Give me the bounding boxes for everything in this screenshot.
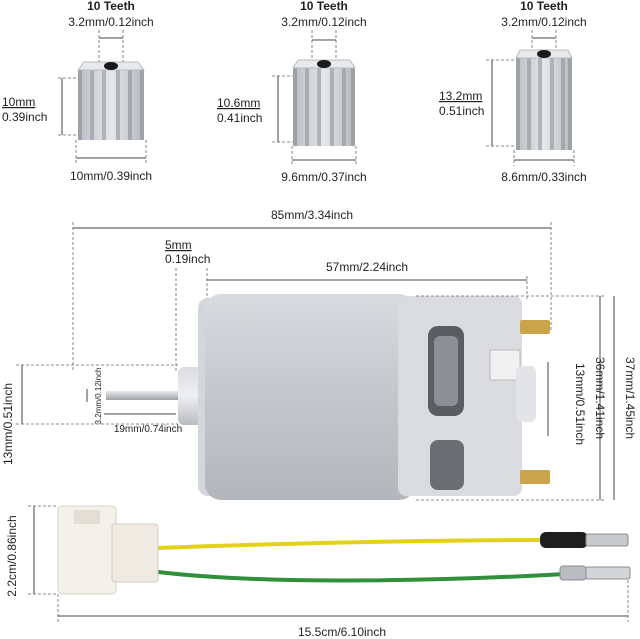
gear-3-shape [515, 49, 573, 150]
terminal-black [540, 532, 629, 548]
connector-width: 2.2cm/0.86inch [5, 515, 19, 596]
gear-3-width: 8.6mm/0.33inch [501, 170, 586, 184]
boss-length-mm: 5mm [165, 238, 192, 252]
motor-overall-length: 85mm/3.34inch [271, 208, 353, 222]
gear-2-height-mm: 10.6mm [217, 96, 260, 110]
rear-boss-diameter: 13mm/0.51inch [573, 363, 587, 445]
motor-terminal-top [520, 320, 550, 334]
gear-1-height-mm: 10mm [2, 95, 35, 109]
motor-top-dimensions: 85mm/3.34inch 5mm 0.19inch 57mm/2.24inch [72, 208, 552, 372]
gear-2-shape [292, 59, 356, 146]
motor-terminal-bottom [520, 470, 550, 484]
gear-2-teeth: 10 Teeth [300, 0, 348, 13]
cable [57, 505, 631, 595]
motor-rear-boss [516, 366, 536, 422]
gear-1-teeth: 10 Teeth [87, 0, 135, 13]
gear-2: 10 Teeth 3.2mm/0.12inch 10.6mm 0.41inch … [217, 0, 367, 184]
body-diameter: 36mm/1.41inch [593, 357, 607, 439]
boss-diameter: 13mm/0.51inch [1, 383, 15, 465]
gear-3-height-mm: 13.2mm [439, 89, 482, 103]
terminal-spade [559, 565, 631, 581]
gear-2-height-in: 0.41inch [217, 111, 262, 125]
motor-shaft [106, 391, 186, 400]
gear-1-shape [77, 61, 145, 140]
gear-1: 10 Teeth 3.2mm/0.12inch 10mm 0.39inch 10… [2, 0, 154, 183]
total-length: 15.5cm/6.10inch [298, 625, 386, 639]
motor-side-dimensions: 13mm/0.51inch 3.2mm/0.12inch 19mm/0.74in… [1, 295, 637, 501]
gear-1-bore: 3.2mm/0.12inch [68, 15, 153, 29]
gear-2-bore: 3.2mm/0.12inch [281, 15, 366, 29]
gear-3-teeth: 10 Teeth [520, 0, 568, 13]
gear-3-bore: 3.2mm/0.12inch [501, 15, 586, 29]
motor [106, 294, 550, 500]
gear-2-width: 9.6mm/0.37inch [281, 170, 366, 184]
motor-body [205, 294, 415, 500]
body-length: 57mm/2.24inch [326, 260, 408, 274]
boss-length-in: 0.19inch [165, 252, 210, 266]
wire-yellow [157, 538, 549, 550]
gear-1-width: 10mm/0.39inch [70, 169, 152, 183]
shaft-length: 19mm/0.74inch [114, 424, 182, 435]
wire-green [157, 570, 567, 583]
cable-connector [57, 505, 159, 595]
gear-1-height-in: 0.39inch [2, 110, 47, 124]
cable-dimensions: 2.2cm/0.86inch 15.5cm/6.10inch [5, 505, 629, 639]
overall-height: 37mm/1.45inch [623, 357, 637, 439]
gear-3-height-in: 0.51inch [439, 104, 484, 118]
shaft-diameter: 3.2mm/0.12inch [94, 368, 103, 425]
gear-3: 10 Teeth 3.2mm/0.12inch 13.2mm 0.51inch … [439, 0, 587, 184]
